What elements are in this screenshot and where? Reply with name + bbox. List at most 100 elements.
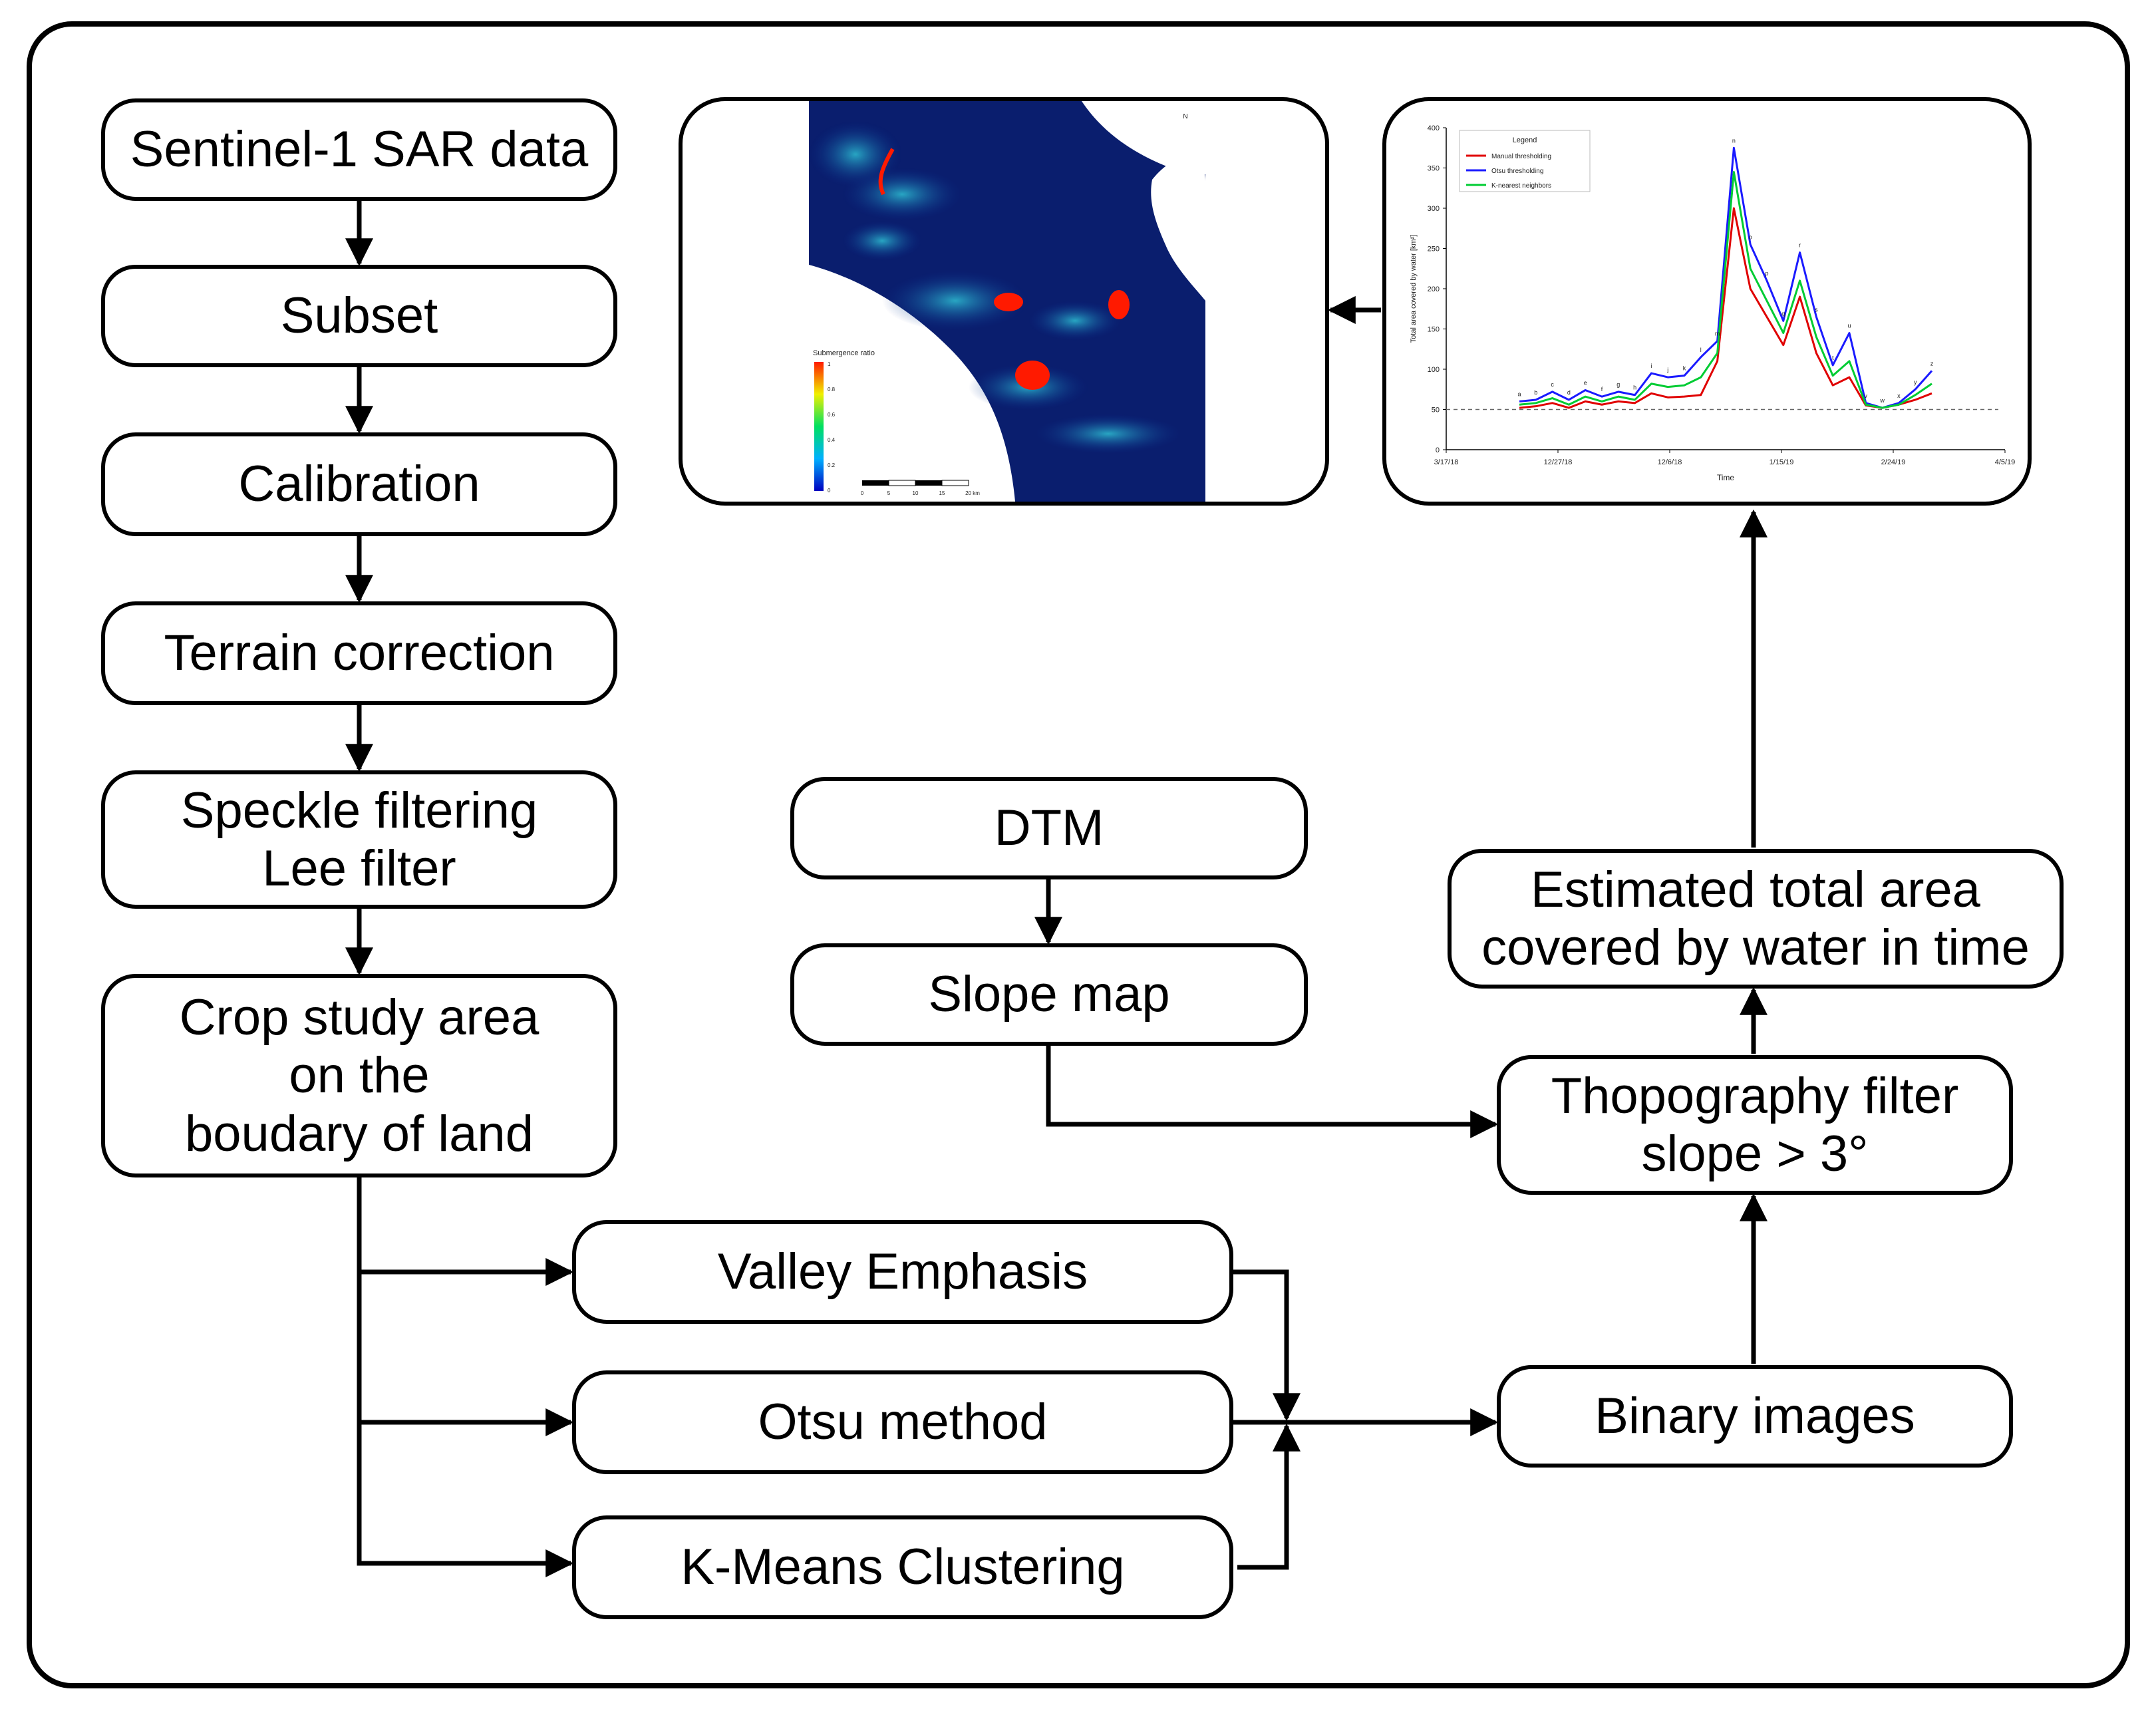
point-label: i	[1650, 363, 1652, 369]
node-terrain-correction: Terrain correction	[101, 601, 617, 705]
point-label: p	[1765, 270, 1768, 277]
legend-tick: 0	[828, 488, 831, 494]
y-tick-label: 150	[1428, 326, 1440, 334]
node-label: Binary images	[1595, 1388, 1915, 1445]
node-label: Slope map	[928, 966, 1170, 1023]
node-speckle-filtering: Speckle filtering Lee filter	[101, 770, 617, 909]
y-tick-label: 300	[1428, 205, 1440, 213]
node-label: Terrain correction	[164, 625, 555, 682]
point-label: f	[1601, 386, 1603, 392]
node-label-line3: boudary of land	[185, 1105, 534, 1162]
node-label-line1: Thopography filter	[1551, 1067, 1959, 1124]
legend-tick: 0.6	[828, 412, 836, 418]
node-slope-map: Slope map	[790, 943, 1308, 1046]
point-label: m	[1715, 331, 1720, 337]
scale-label: 0	[861, 490, 864, 496]
x-axis-label: Time	[1717, 473, 1735, 482]
point-label: d	[1567, 389, 1571, 396]
y-tick-label: 250	[1428, 245, 1440, 253]
scale-label: 10	[913, 490, 919, 496]
point-label: v	[1865, 392, 1868, 399]
node-label-line1: Estimated total area	[1531, 861, 1980, 918]
node-crop-study-area: Crop study area on the boudary of land	[101, 974, 617, 1177]
map-flood-patches	[878, 148, 1130, 390]
node-label-line2: Lee filter	[262, 840, 456, 897]
point-label: h	[1633, 385, 1636, 391]
x-tick-label: 1/15/19	[1770, 458, 1794, 466]
submergence-map-panel: N Submergence ratio 1 0.8 0.6 0.4 0.2 0 …	[679, 97, 1329, 506]
x-tick-label: 3/17/18	[1434, 458, 1459, 466]
node-topography-filter: Thopography filter slope > 3°	[1497, 1055, 2013, 1195]
point-label: r	[1799, 242, 1801, 249]
legend-box	[1459, 130, 1591, 192]
scale-label: 20 km	[965, 490, 980, 496]
series-line	[1519, 171, 1932, 409]
x-tick-label: 12/27/18	[1544, 458, 1573, 466]
map-legend-ticks: 1 0.8 0.6 0.4 0.2 0	[828, 361, 836, 494]
submergence-map: N Submergence ratio 1 0.8 0.6 0.4 0.2 0 …	[809, 101, 1205, 502]
legend-entry: Otsu thresholding	[1491, 168, 1543, 175]
point-label: x	[1897, 392, 1901, 399]
map-land-northeast	[1082, 101, 1205, 174]
point-label: k	[1683, 365, 1686, 372]
x-tick-label: 12/6/18	[1658, 458, 1682, 466]
arrow-slope-topo	[1046, 1046, 1499, 1138]
node-label: K-Means Clustering	[681, 1539, 1125, 1596]
map-legend-title: Submergence ratio	[813, 349, 875, 357]
point-label: g	[1617, 381, 1620, 388]
node-label: DTM	[994, 800, 1104, 857]
node-label-line1: Crop study area	[179, 989, 539, 1046]
point-label: o	[1749, 234, 1752, 240]
north-arrow-icon	[1180, 121, 1191, 133]
node-calibration: Calibration	[101, 432, 617, 536]
point-label: e	[1584, 379, 1587, 386]
point-label: l	[1700, 347, 1702, 353]
legend-tick: 0.4	[828, 437, 836, 443]
y-tick-label: 200	[1428, 285, 1440, 293]
point-label: q	[1781, 310, 1785, 317]
map-scale-bar: 0 5 10 15 20 km	[861, 480, 980, 496]
point-label: a	[1517, 391, 1521, 397]
map-legend-ramp	[814, 362, 824, 491]
x-tick-label: 2/24/19	[1881, 458, 1906, 466]
scale-label: 5	[887, 490, 891, 496]
node-label-line2: covered by water in time	[1481, 919, 2030, 976]
point-label: u	[1847, 323, 1851, 329]
y-axis-label: Total area covered by water [km²]	[1410, 235, 1418, 343]
scale-label: 15	[939, 490, 945, 496]
point-label: c	[1551, 381, 1554, 388]
point-label: w	[1879, 397, 1885, 404]
legend-tick: 0.8	[828, 387, 836, 392]
node-binary-images: Binary images	[1497, 1365, 2013, 1468]
map-land-bay	[1151, 158, 1205, 301]
series-line	[1519, 207, 1932, 409]
node-estimated-total-area: Estimated total area covered by water in…	[1448, 849, 2064, 989]
y-tick-label: 50	[1432, 406, 1440, 414]
y-tick-label: 350	[1428, 165, 1440, 173]
node-label: Calibration	[238, 456, 480, 513]
point-label: n	[1732, 137, 1736, 144]
point-label: s	[1815, 306, 1818, 313]
node-label: Subset	[280, 287, 438, 345]
node-label: Otsu method	[758, 1394, 1048, 1451]
y-tick-label: 100	[1428, 366, 1440, 374]
node-otsu-method: Otsu method	[572, 1370, 1233, 1474]
node-sentinel-sar-data: Sentinel-1 SAR data	[101, 98, 617, 201]
series-line	[1519, 146, 1933, 409]
node-dtm: DTM	[790, 777, 1308, 879]
legend-tick: 0.2	[828, 462, 836, 468]
node-label-line2: on the	[289, 1047, 430, 1104]
node-label: Sentinel-1 SAR data	[130, 121, 589, 178]
diagram-frame	[27, 21, 2130, 1688]
point-label: j	[1666, 367, 1668, 373]
node-valley-emphasis: Valley Emphasis	[572, 1220, 1233, 1324]
connector-crop-trunk	[357, 1177, 574, 1577]
legend-tick: 1	[828, 361, 831, 367]
x-tick-label: 4/5/19	[1995, 458, 2016, 466]
node-label-line2: slope > 3°	[1641, 1126, 1869, 1182]
